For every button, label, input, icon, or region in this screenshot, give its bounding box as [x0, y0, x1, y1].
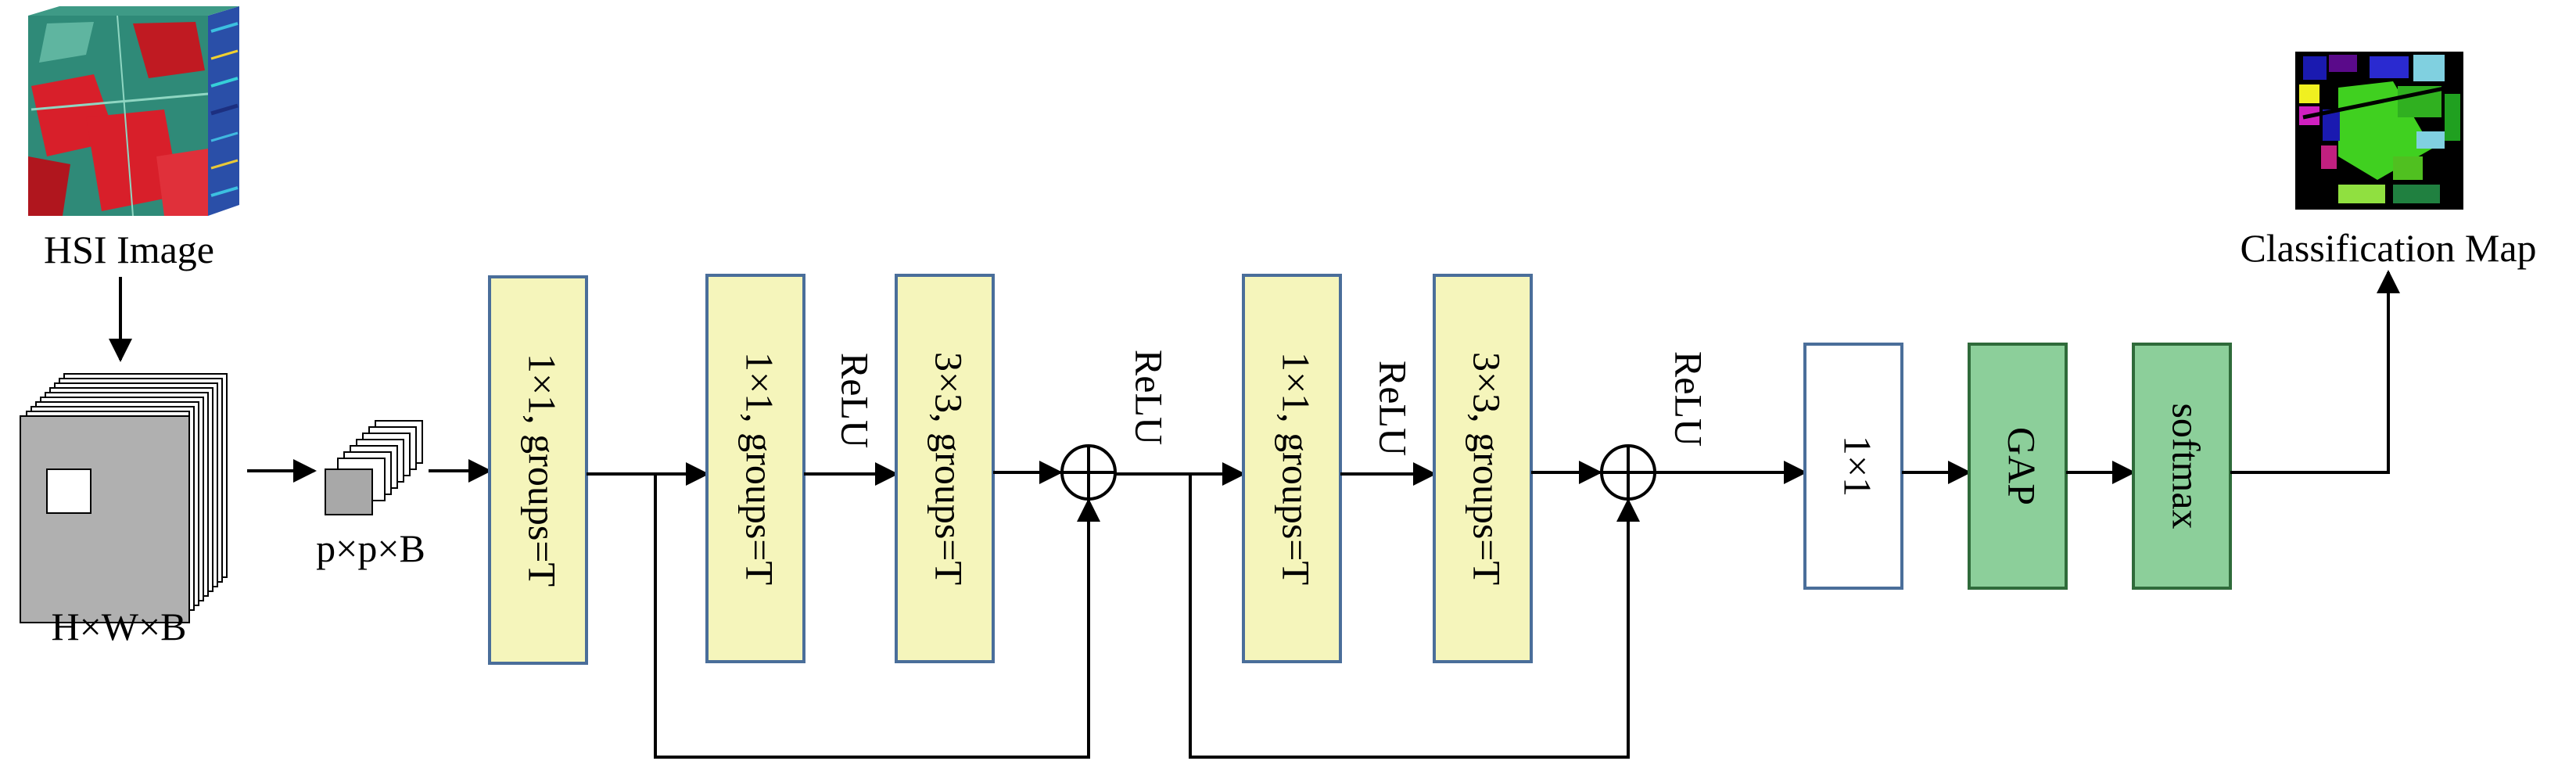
- hwb-stack: [20, 373, 228, 623]
- gap-label: GAP: [2000, 427, 2044, 505]
- gap-block: [1968, 343, 2068, 590]
- block-1x1-groups-3: [1242, 274, 1342, 663]
- relu-4-label: ReLU: [1667, 351, 1711, 447]
- relu-1-label: ReLU: [834, 353, 877, 448]
- block-1x1-groups-2: [705, 274, 805, 663]
- hsi-image-label: HSI Image: [44, 228, 214, 271]
- skip-connection-1: [654, 474, 1100, 759]
- arrow-to-map: [2230, 270, 2400, 474]
- block-3-label: 3×3, groups=T: [927, 352, 971, 585]
- cube-side-stripes: [210, 22, 239, 197]
- block-3x3-groups-2: [1433, 274, 1533, 663]
- classification-map-label: Classification Map: [2240, 226, 2536, 270]
- add-node-2: [1600, 444, 1656, 501]
- softmax-label: softmax: [2165, 403, 2208, 529]
- block-1x1-groups-1: [488, 275, 588, 665]
- block-2-label: 1×1, groups=T: [738, 352, 782, 585]
- block-1x1: [1803, 343, 1903, 590]
- hwb-label: H×W×B: [51, 605, 186, 648]
- classification-map-image: [2295, 52, 2463, 210]
- ppb-stack: [325, 420, 423, 515]
- softmax-block: [2132, 343, 2232, 590]
- relu-3-label: ReLU: [1372, 361, 1415, 456]
- block-1-label: 1×1, groups=T: [521, 354, 565, 587]
- hsi-image-cube: [28, 6, 239, 216]
- skip-connection-2: [1189, 474, 1640, 759]
- block-5-label: 3×3, groups=T: [1466, 352, 1509, 585]
- block-4-label: 1×1, groups=T: [1275, 352, 1318, 585]
- relu-2-label: ReLU: [1128, 350, 1171, 445]
- patch-window: [46, 468, 91, 514]
- block-3x3-groups-1: [895, 274, 995, 663]
- block-6-label: 1×1: [1836, 436, 1880, 497]
- add-node-1: [1060, 444, 1117, 501]
- ppb-label: p×p×B: [316, 526, 425, 570]
